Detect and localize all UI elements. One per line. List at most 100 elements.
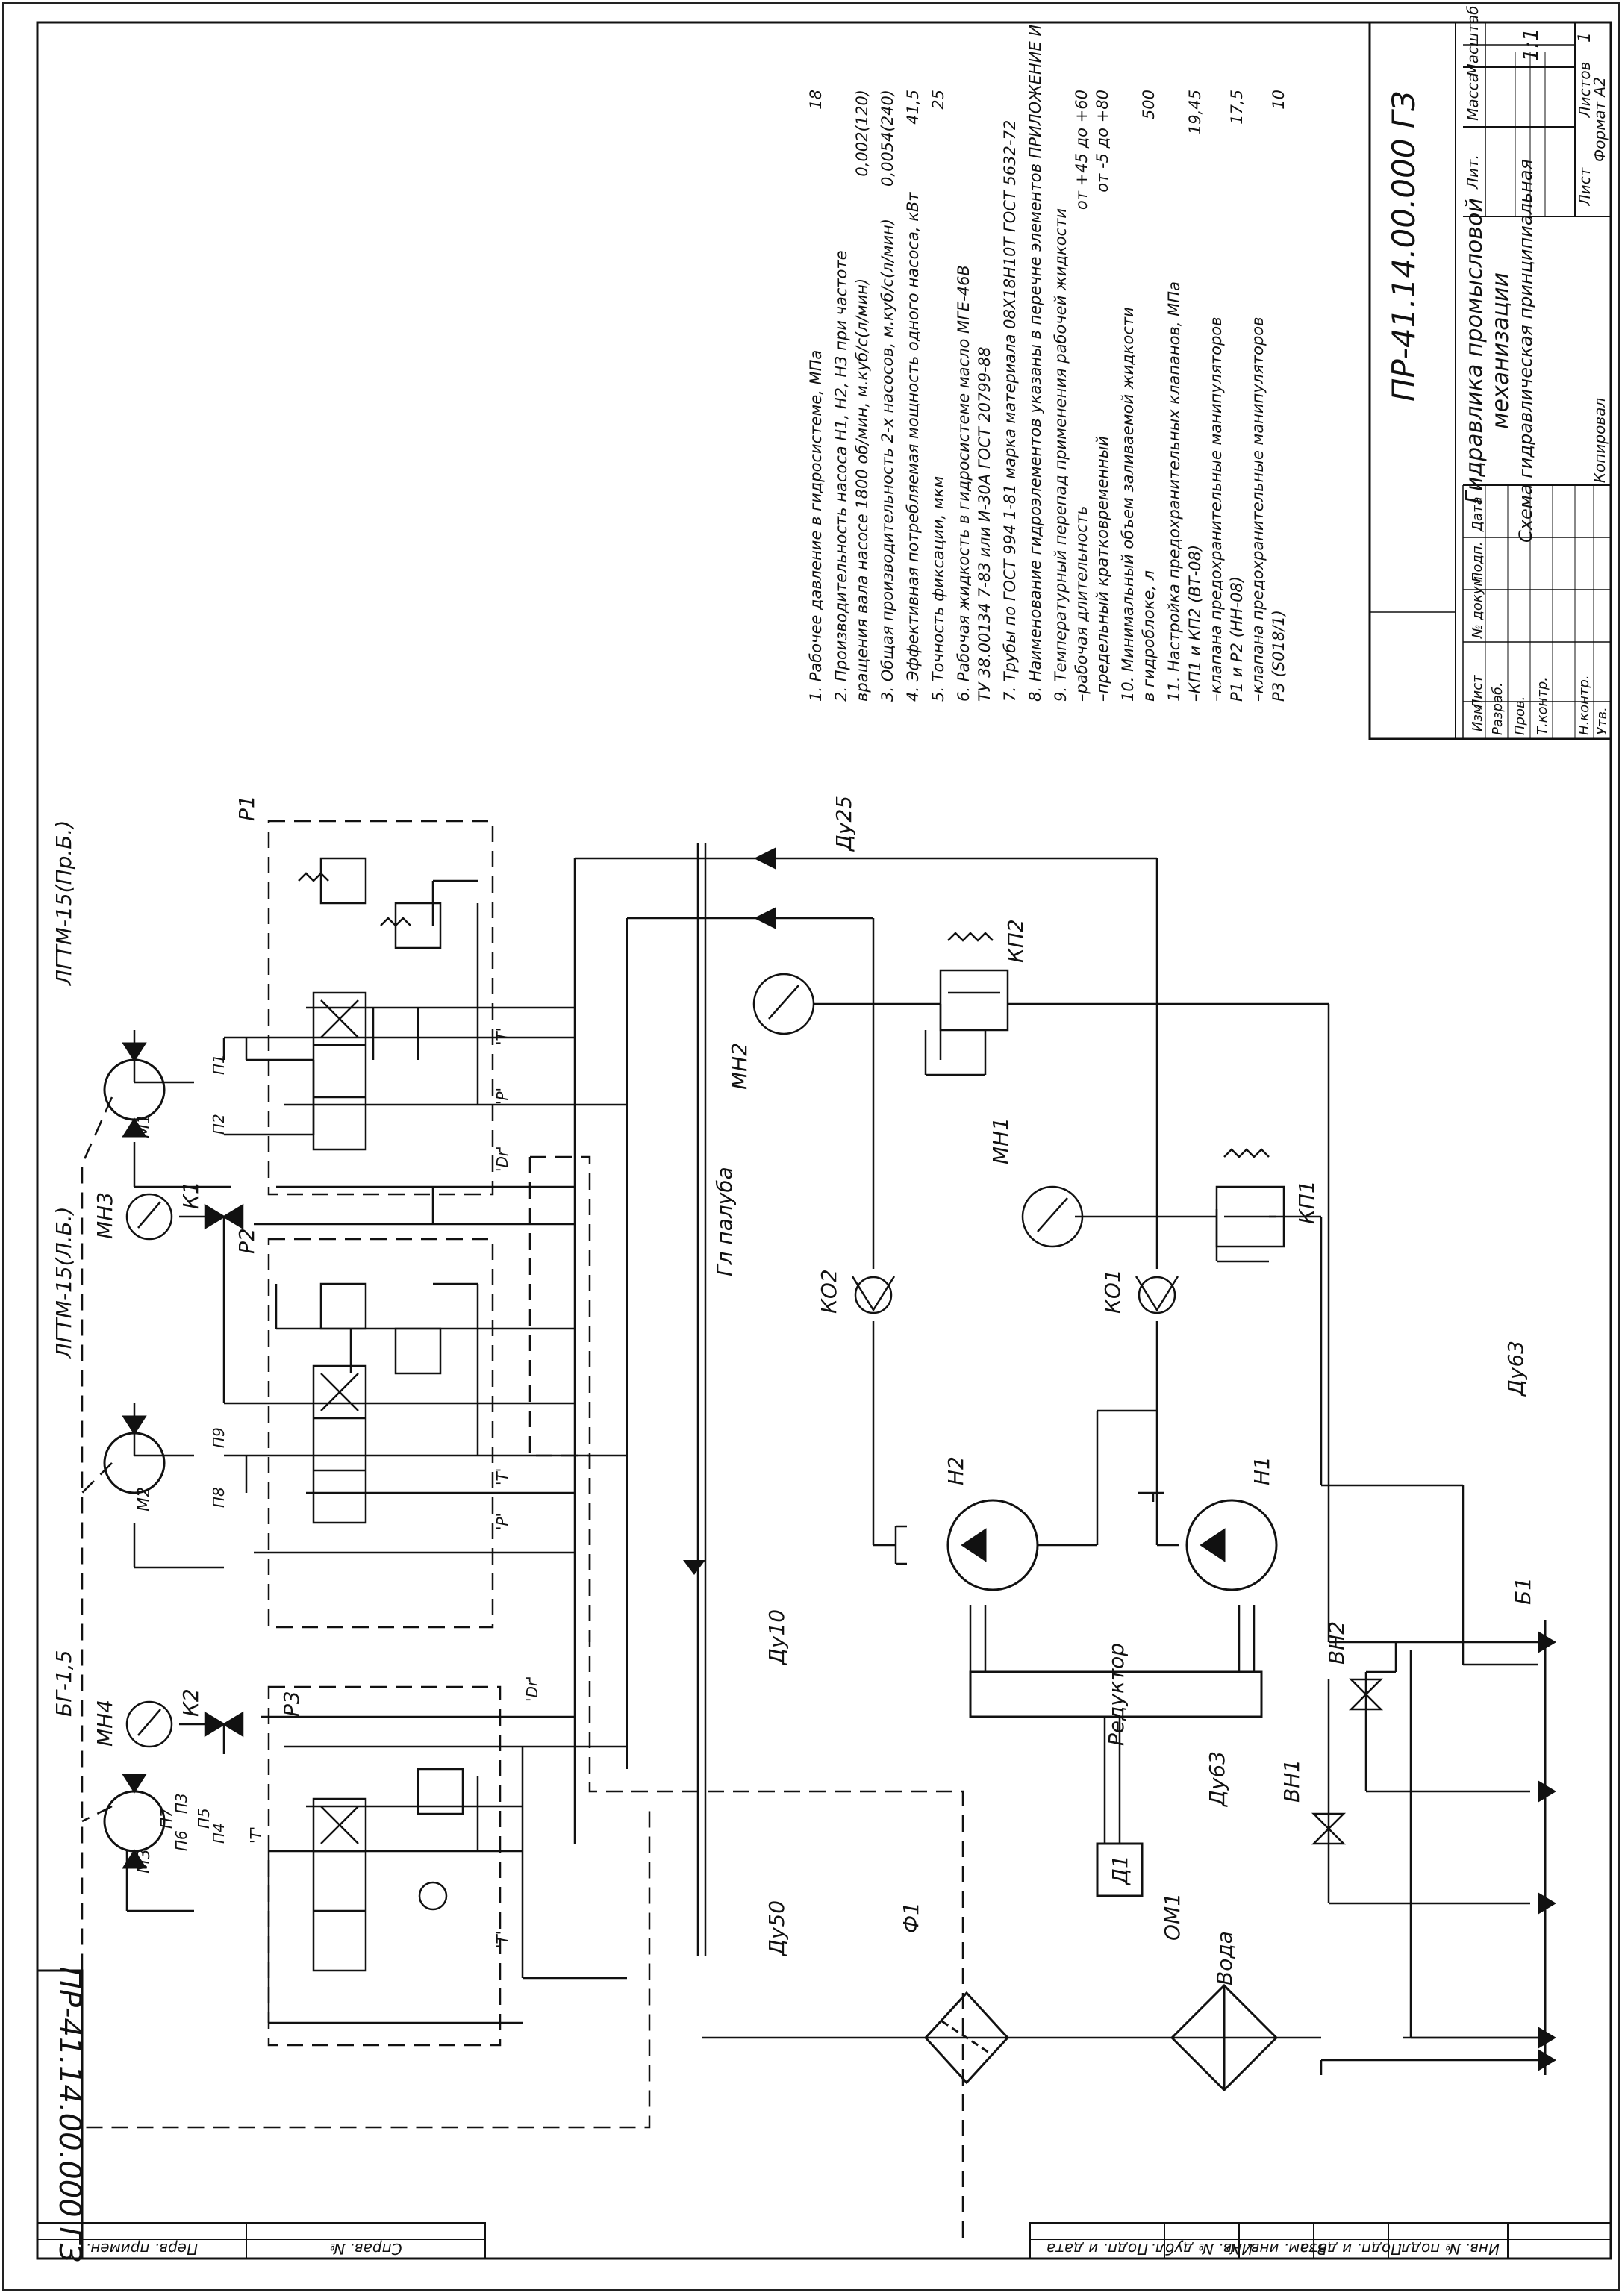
label-h1: Н1 xyxy=(1250,1456,1274,1485)
row-sign: Подп. xyxy=(1470,542,1485,582)
label-pt3: П3 xyxy=(172,1793,190,1814)
inner-frame xyxy=(36,21,1612,2260)
note-text: 6. Рабочая жидкость в гидросистеме масло… xyxy=(955,265,973,702)
label-motor2: ЛГТМ-15(Л.Б.) xyxy=(52,1206,76,1359)
note-text: –рабочая длительность xyxy=(1073,506,1091,702)
label-port-t3b: 'Т' xyxy=(247,1826,265,1844)
filter-f1 xyxy=(923,1991,1010,2085)
tank-symbols xyxy=(683,847,1556,2071)
note-text: 11. Настройка предохранительных клапанов… xyxy=(1165,281,1183,702)
reducer xyxy=(969,1670,1263,1718)
label-port-t3: 'Т' xyxy=(493,1931,511,1948)
row-izm: Изм xyxy=(1470,704,1485,731)
schematic-lines xyxy=(125,843,1538,2075)
note-text: Р1 и Р2 (НН-08) xyxy=(1228,576,1246,702)
label-du63b: Ду63 xyxy=(1205,1751,1229,1808)
note-value: 17,5 xyxy=(1228,90,1246,125)
gauge-mh4 xyxy=(125,1700,173,1748)
label-port-dr1: 'Dr' xyxy=(493,1146,511,1172)
label-du10: Ду10 xyxy=(764,1609,789,1666)
label-b1: Б1 xyxy=(1511,1577,1535,1605)
pump-h1 xyxy=(1185,1499,1278,1591)
label-pt4: П4 xyxy=(210,1823,228,1844)
check-valve-ko2 xyxy=(851,1276,896,1314)
hdr-mass: Масса xyxy=(1464,73,1482,121)
label-mn1: МН1 xyxy=(988,1117,1013,1164)
pump-h2 xyxy=(946,1499,1039,1591)
note-value: 10 xyxy=(1270,90,1288,110)
stamp-perv-primen: Перв. примен. xyxy=(86,2240,198,2258)
label-port-p2: 'Р' xyxy=(493,1513,511,1530)
label-f1: Ф1 xyxy=(899,1902,923,1933)
note-text: 5. Точность фиксации, мкм xyxy=(929,476,947,702)
label-pt6: П6 xyxy=(172,1830,190,1851)
stamp-inv-podl: Инв. № подл. xyxy=(1397,2240,1500,2258)
valve-vn1 xyxy=(1311,1812,1347,1845)
row-prov: Пров. xyxy=(1512,696,1528,735)
label-vn1: ВН1 xyxy=(1279,1759,1304,1803)
motor-m3 xyxy=(103,1774,166,1869)
label-d1: Д1 xyxy=(1108,1855,1132,1886)
hdr-sheet: Лист xyxy=(1576,166,1594,206)
stamp-podp-data-1: Подп. и дата xyxy=(1046,2240,1148,2258)
copied-label: Копировал xyxy=(1591,398,1609,483)
valve-k1 xyxy=(204,1203,244,1230)
label-du25: Ду25 xyxy=(832,796,856,852)
note-text: 10. Минимальный объем заливаемой жидкост… xyxy=(1119,307,1137,702)
note-value: 25 xyxy=(929,90,947,110)
stamp-vzam-inv: Взам. инв. № xyxy=(1226,2240,1327,2258)
label-port-t1: 'Т' xyxy=(493,1028,511,1045)
directional-valve-p1 xyxy=(298,857,442,1151)
note-value: 0,002(120) xyxy=(853,90,871,177)
label-mn2: МН2 xyxy=(727,1043,752,1090)
label-om1: ОМ1 xyxy=(1160,1893,1185,1941)
note-value: от +45 до +60 xyxy=(1073,90,1091,210)
label-pt8: П8 xyxy=(210,1487,228,1508)
gauge-mh3 xyxy=(125,1193,173,1241)
relief-valve-kp2 xyxy=(939,932,1009,1032)
sheets-value: 1 xyxy=(1576,32,1594,43)
notes: 1. Рабочее давление в гидросистеме, МПа1… xyxy=(807,25,1288,702)
label-water: Вода xyxy=(1212,1931,1237,1985)
note-text: 7. Трубы по ГОСТ 994 1-81 марка материал… xyxy=(1001,120,1019,702)
directional-valve-p2 xyxy=(312,1282,442,1524)
note-value: 500 xyxy=(1140,90,1158,119)
scale-value: 1:1 xyxy=(1518,28,1543,61)
label-pt2: П2 xyxy=(210,1114,228,1135)
row-nkontr: Н.контр. xyxy=(1576,675,1592,735)
left-stamp-columns xyxy=(37,2222,1612,2259)
valve-k2 xyxy=(204,1711,244,1738)
stamp-inv-dubl: Инв. № дубл. xyxy=(1151,2240,1253,2258)
row-doc: № докум. xyxy=(1470,572,1485,639)
note-text: –КП1 и КП2 (ВТ-08) xyxy=(1186,545,1204,702)
label-k1: К1 xyxy=(178,1181,203,1209)
motor-m1 xyxy=(103,1042,166,1138)
title-line-3: Схема гидравлическая принципиальная xyxy=(1515,159,1536,543)
label-port-dr3: 'Dr' xyxy=(523,1676,541,1702)
gauge-mh2 xyxy=(752,973,815,1035)
note-value: 0,0054(240) xyxy=(879,90,896,187)
label-m1: М1 xyxy=(135,1114,154,1138)
label-p3: Р3 xyxy=(279,1691,304,1717)
relief-valve-kp1 xyxy=(1215,1148,1285,1248)
note-text: ТУ 38.00134 7-83 или И-30А ГОСТ 20799-88 xyxy=(976,347,994,702)
label-k2: К2 xyxy=(178,1688,203,1717)
note-value: от -5 до +80 xyxy=(1094,90,1111,193)
note-text: в гидроблоке, л xyxy=(1140,570,1158,702)
row-date: Дата xyxy=(1470,496,1485,532)
label-h2: Н2 xyxy=(943,1456,968,1485)
label-motor3: БГ-1,5 xyxy=(52,1650,76,1717)
label-mn4: МН4 xyxy=(93,1700,117,1747)
note-text: 2. Производительность насоса Н1, Н2, Н3 … xyxy=(832,250,850,702)
label-motor1: ЛГТМ-15(Пр.Б.) xyxy=(52,820,76,986)
title-block xyxy=(1368,21,1612,740)
label-pt7: П7 xyxy=(157,1808,175,1829)
check-valve-ko1 xyxy=(1135,1276,1179,1314)
note-text: 8. Наименование гидроэлементов указаны в… xyxy=(1026,25,1044,702)
format-label: Формат А2 xyxy=(1591,77,1609,162)
gauge-mh1 xyxy=(1021,1185,1084,1248)
directional-valve-p3 xyxy=(312,1768,464,1972)
label-ko1: КО1 xyxy=(1100,1269,1125,1314)
note-text: вращения вала насосе 1800 об/мин, м.куб/… xyxy=(853,278,871,702)
